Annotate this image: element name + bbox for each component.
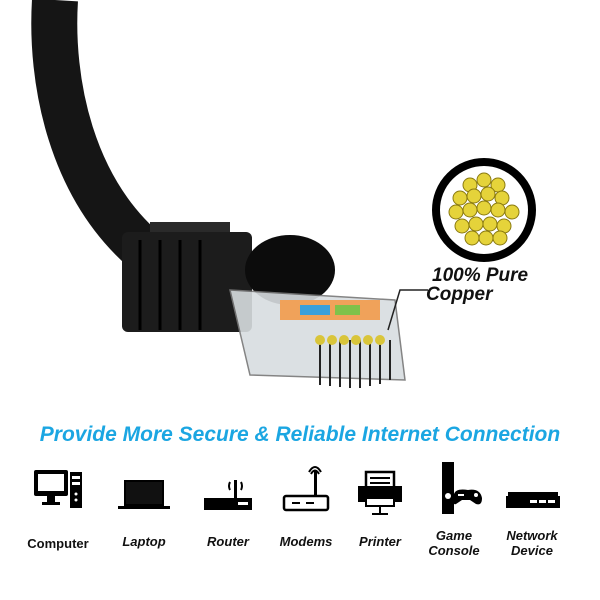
game-console-icon bbox=[442, 462, 482, 514]
device-computer: Computer bbox=[18, 458, 98, 551]
compatible-devices: Computer Laptop Router Modems Printer Ga… bbox=[0, 458, 600, 568]
cable-boot bbox=[122, 222, 252, 332]
device-label: Laptop bbox=[122, 534, 166, 549]
device-label: Computer bbox=[27, 536, 89, 551]
callout-line-1: 100% Pure bbox=[432, 265, 529, 286]
printer-icon bbox=[358, 470, 402, 515]
device-label: Printer bbox=[359, 534, 401, 549]
device-printer: Printer bbox=[340, 458, 420, 549]
network-device-icon bbox=[506, 492, 560, 508]
callout-line-2: Copper bbox=[426, 284, 493, 305]
computer-icon bbox=[34, 470, 82, 508]
leader-line bbox=[387, 289, 428, 331]
device-label-line: Device bbox=[511, 543, 553, 558]
laptop-icon bbox=[118, 480, 170, 509]
copper-cross-section-icon bbox=[432, 158, 536, 262]
pure-copper-callout: 100% Pure Copper bbox=[426, 265, 529, 304]
device-label: Modems bbox=[279, 534, 333, 549]
device-router: Router bbox=[188, 458, 268, 549]
device-label-line: Console bbox=[428, 543, 480, 558]
router-icon bbox=[204, 480, 252, 510]
latch-guard bbox=[245, 235, 335, 305]
device-label: Router bbox=[207, 534, 249, 549]
connector-pins bbox=[319, 340, 391, 388]
cable bbox=[31, 0, 165, 273]
device-label-line: Game bbox=[435, 528, 473, 543]
cable-illustration bbox=[31, 0, 536, 388]
modem-icon bbox=[282, 466, 330, 512]
device-label-line: Network bbox=[506, 528, 558, 543]
headline: Provide More Secure & Reliable Internet … bbox=[39, 423, 561, 446]
device-modem: Modems bbox=[266, 458, 346, 549]
device-laptop: Laptop bbox=[104, 458, 184, 549]
